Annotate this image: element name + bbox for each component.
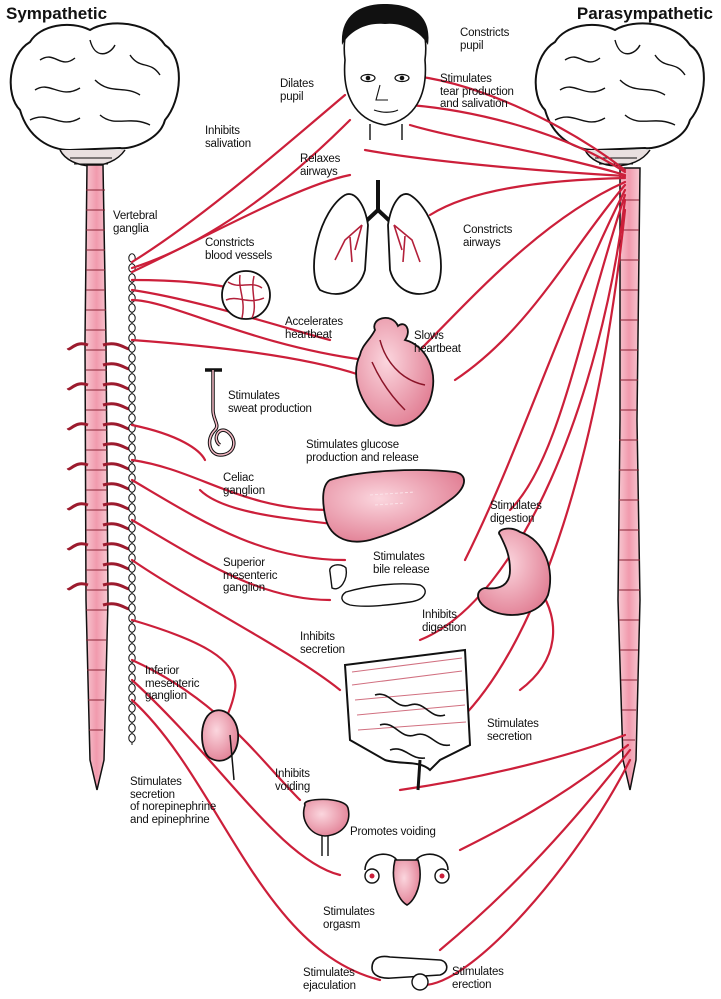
vertebral-ganglion — [128, 403, 136, 413]
lungs-illustration — [313, 180, 442, 295]
stomach-illustration — [477, 527, 552, 616]
vertebral-ganglion — [128, 383, 136, 393]
label-stimulates-sweat: Stimulates sweat production — [228, 390, 312, 415]
vertebral-ganglion — [128, 573, 136, 583]
vertebral-ganglion — [128, 373, 136, 383]
kidney-illustration — [201, 709, 239, 781]
heart-illustration — [355, 317, 435, 427]
right-spinal-cord — [617, 167, 641, 791]
label-promotes-voiding: Promotes voiding — [350, 826, 436, 838]
vertebral-ganglion — [128, 303, 136, 313]
label-stimulates-bile: Stimulates bile release — [373, 551, 430, 576]
left-brain — [9, 22, 180, 167]
vertebral-ganglion — [128, 413, 136, 423]
vertebral-ganglion — [128, 703, 136, 713]
label-stimulates-secretion: Stimulates secretion — [487, 718, 539, 743]
vertebral-ganglion — [128, 633, 136, 643]
left-spinal-cord — [66, 164, 132, 791]
sweat-gland-illustration — [205, 368, 236, 457]
vertebral-ganglion — [128, 523, 136, 533]
vertebral-ganglion — [128, 443, 136, 453]
vertebral-ganglion — [128, 483, 136, 493]
label-inhibits-digestion: Inhibits digestion — [422, 609, 467, 634]
vertebral-ganglion — [128, 313, 136, 323]
vertebral-ganglion — [128, 683, 136, 693]
bladder-illustration — [303, 798, 350, 856]
vertebral-ganglion — [128, 353, 136, 363]
label-slows-heartbeat: Slows heartbeat — [414, 330, 461, 355]
sympathetic-heading: Sympathetic — [6, 4, 108, 23]
vertebral-ganglion — [128, 363, 136, 373]
vertebral-ganglion — [128, 343, 136, 353]
label-vertebral-ganglia: Vertebral ganglia — [113, 210, 158, 235]
label-constricts-blood-vessels: Constricts blood vessels — [205, 237, 273, 262]
liver-illustration — [322, 469, 465, 543]
label-stimulates-glucose: Stimulates glucose production and releas… — [306, 439, 419, 464]
label-inhibits-salivation: Inhibits salivation — [205, 125, 251, 150]
vertebral-ganglion — [128, 563, 136, 573]
vertebral-ganglion — [128, 603, 136, 613]
vertebral-ganglion — [128, 663, 136, 673]
label-dilates-pupil: Dilates pupil — [280, 78, 314, 103]
label-stimulates-norepinephrine: Stimulates secretion of norepinephrine a… — [130, 776, 217, 826]
vertebral-ganglion — [128, 593, 136, 603]
blood-vessels-illustration — [221, 270, 271, 320]
label-stimulates-ejaculation: Stimulates ejaculation — [303, 967, 356, 992]
vertebral-ganglion — [128, 493, 136, 503]
face-illustration — [341, 4, 429, 140]
label-accelerates-heartbeat: Accelerates heartbeat — [285, 316, 343, 341]
label-stimulates-tear: Stimulates tear production and salivatio… — [440, 73, 514, 110]
right-brain — [534, 22, 705, 167]
vertebral-ganglion — [128, 643, 136, 653]
label-inferior-mesenteric: Inferior mesenteric ganglion — [145, 665, 200, 702]
label-celiac-ganglion: Celiac ganglion — [223, 472, 265, 497]
sympathetic-chain — [128, 253, 136, 745]
vertebral-ganglion — [128, 723, 136, 733]
reproductive-illustration — [364, 853, 450, 906]
vertebral-ganglion — [128, 713, 136, 723]
vertebral-ganglion — [128, 393, 136, 403]
label-inhibits-secretion: Inhibits secretion — [300, 631, 345, 656]
vertebral-ganglion — [128, 463, 136, 473]
label-constricts-airways: Constricts airways — [463, 224, 513, 249]
vertebral-ganglion — [128, 323, 136, 333]
vertebral-ganglion — [128, 533, 136, 543]
parasympathetic-heading: Parasympathetic — [576, 4, 713, 23]
vertebral-ganglion — [128, 433, 136, 443]
vertebral-ganglion — [128, 583, 136, 593]
vertebral-ganglion — [128, 623, 136, 633]
pancreas-illustration — [329, 564, 426, 607]
label-stimulates-orgasm: Stimulates orgasm — [323, 906, 375, 931]
label-relaxes-airways: Relaxes airways — [300, 153, 341, 178]
vertebral-ganglion — [128, 733, 136, 743]
vertebral-ganglion — [128, 543, 136, 553]
label-stimulates-digestion: Stimulates digestion — [490, 500, 542, 525]
label-inhibits-voiding: Inhibits voiding — [275, 768, 311, 793]
label-superior-mesenteric: Superior mesenteric ganglion — [223, 557, 278, 594]
label-constricts-pupil: Constricts pupil — [460, 27, 510, 52]
male-organ-illustration — [371, 955, 448, 991]
vertebral-ganglion — [128, 503, 136, 513]
label-stimulates-erection: Stimulates erection — [452, 966, 504, 991]
intestines-illustration — [343, 648, 472, 791]
